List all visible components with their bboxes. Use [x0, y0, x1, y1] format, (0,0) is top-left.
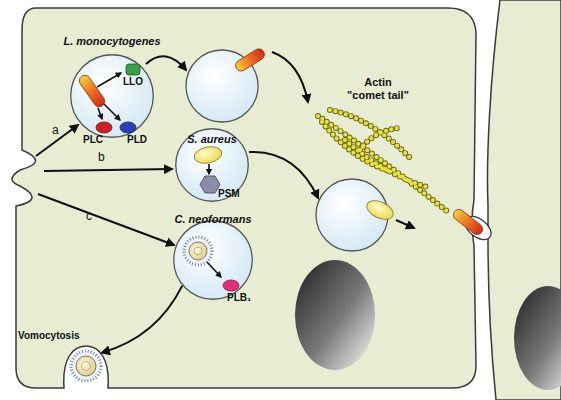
protein-symbol	[120, 122, 136, 133]
species-label: L. monocytogenes	[58, 35, 166, 48]
protein-label: PLB₁	[227, 292, 261, 304]
actin-filament	[360, 128, 398, 150]
secretion-arrow	[104, 104, 120, 120]
actin-beads	[318, 110, 448, 212]
secretion-arrow	[98, 108, 102, 119]
route-letter: a	[52, 124, 64, 138]
protrusion-pocket	[461, 212, 496, 245]
staph-cell	[193, 144, 224, 165]
vacuole-membrane	[174, 221, 253, 300]
expelled-yeast: Vomocytosis	[70, 350, 102, 382]
enzyme-shape: PLC	[84, 120, 114, 148]
yeast-body	[189, 242, 207, 260]
protein-label: PSM	[218, 188, 244, 200]
route-letter: b	[98, 151, 110, 165]
escape-vacuole	[186, 50, 258, 122]
motion-arrow	[396, 220, 414, 228]
actin-filament	[322, 122, 392, 172]
staph-cell	[364, 197, 396, 223]
actin-filament	[330, 110, 412, 160]
actin-filament	[345, 140, 430, 188]
process-label: Vomocytosis	[18, 330, 84, 342]
neighbor-nucleus	[514, 286, 561, 390]
vacuole: C. neoformansPLB₁	[173, 220, 253, 300]
actin-filament	[318, 116, 448, 212]
species-label: C. neoformans	[161, 213, 265, 226]
enzyme-shape: PLB₁	[223, 280, 263, 310]
vacuole: L. monocytogenesLLOPLCPLD	[70, 54, 154, 138]
actin-filament	[360, 128, 398, 150]
motion-arrow	[272, 52, 308, 102]
protein-label: PLD	[124, 134, 150, 146]
secretion-arrow	[208, 164, 210, 174]
node-outline	[70, 54, 154, 138]
entry-arrow	[36, 125, 78, 156]
toxin-shape: LLO	[120, 64, 146, 90]
structure-label: Actin "comet tail"	[345, 76, 411, 101]
yeast-core	[82, 362, 91, 371]
protein-label: PLC	[80, 134, 106, 146]
protein-symbol	[96, 122, 112, 133]
actin-filament	[318, 116, 448, 212]
yeast-body	[76, 356, 96, 376]
vacuole: S. aureusPSM	[175, 128, 249, 202]
listeria-rod	[234, 47, 267, 73]
motion-arrows	[272, 52, 414, 228]
enzyme-shape: PLD	[116, 118, 150, 148]
yeast-core	[194, 247, 202, 255]
yeast-capsule	[71, 351, 101, 381]
secretion-arrow	[97, 73, 121, 87]
secretion-arrow	[207, 262, 221, 277]
protein-label: LLO	[118, 76, 148, 88]
entry-arrow	[38, 194, 174, 245]
yeast-capsule	[184, 237, 212, 265]
actin-filament	[330, 110, 412, 160]
escape-arrow	[249, 152, 318, 198]
route-letter: c	[86, 210, 98, 224]
listeria-rod	[77, 73, 107, 109]
process-arrow	[102, 286, 182, 353]
actin-filament	[322, 122, 392, 172]
escape-arrow	[146, 56, 186, 70]
inner-arrows	[97, 73, 221, 277]
neighbor-cell	[488, 0, 561, 400]
protein-symbol	[223, 280, 239, 291]
node-outline	[173, 220, 253, 300]
host-cell	[12, 8, 476, 388]
node-outline	[70, 350, 102, 382]
protein-symbol	[126, 64, 140, 75]
vacuole-membrane	[71, 55, 154, 138]
toxin-hexagon: PSM	[200, 176, 244, 202]
species-label: S. aureus	[167, 133, 257, 146]
escape-vacuole	[316, 179, 388, 251]
actin-filament	[345, 140, 430, 188]
entry-arrow	[44, 169, 172, 171]
protein-symbol	[200, 176, 220, 193]
listeria-rod	[451, 207, 485, 237]
actin-outline	[318, 110, 448, 212]
host-nucleus	[295, 260, 375, 370]
